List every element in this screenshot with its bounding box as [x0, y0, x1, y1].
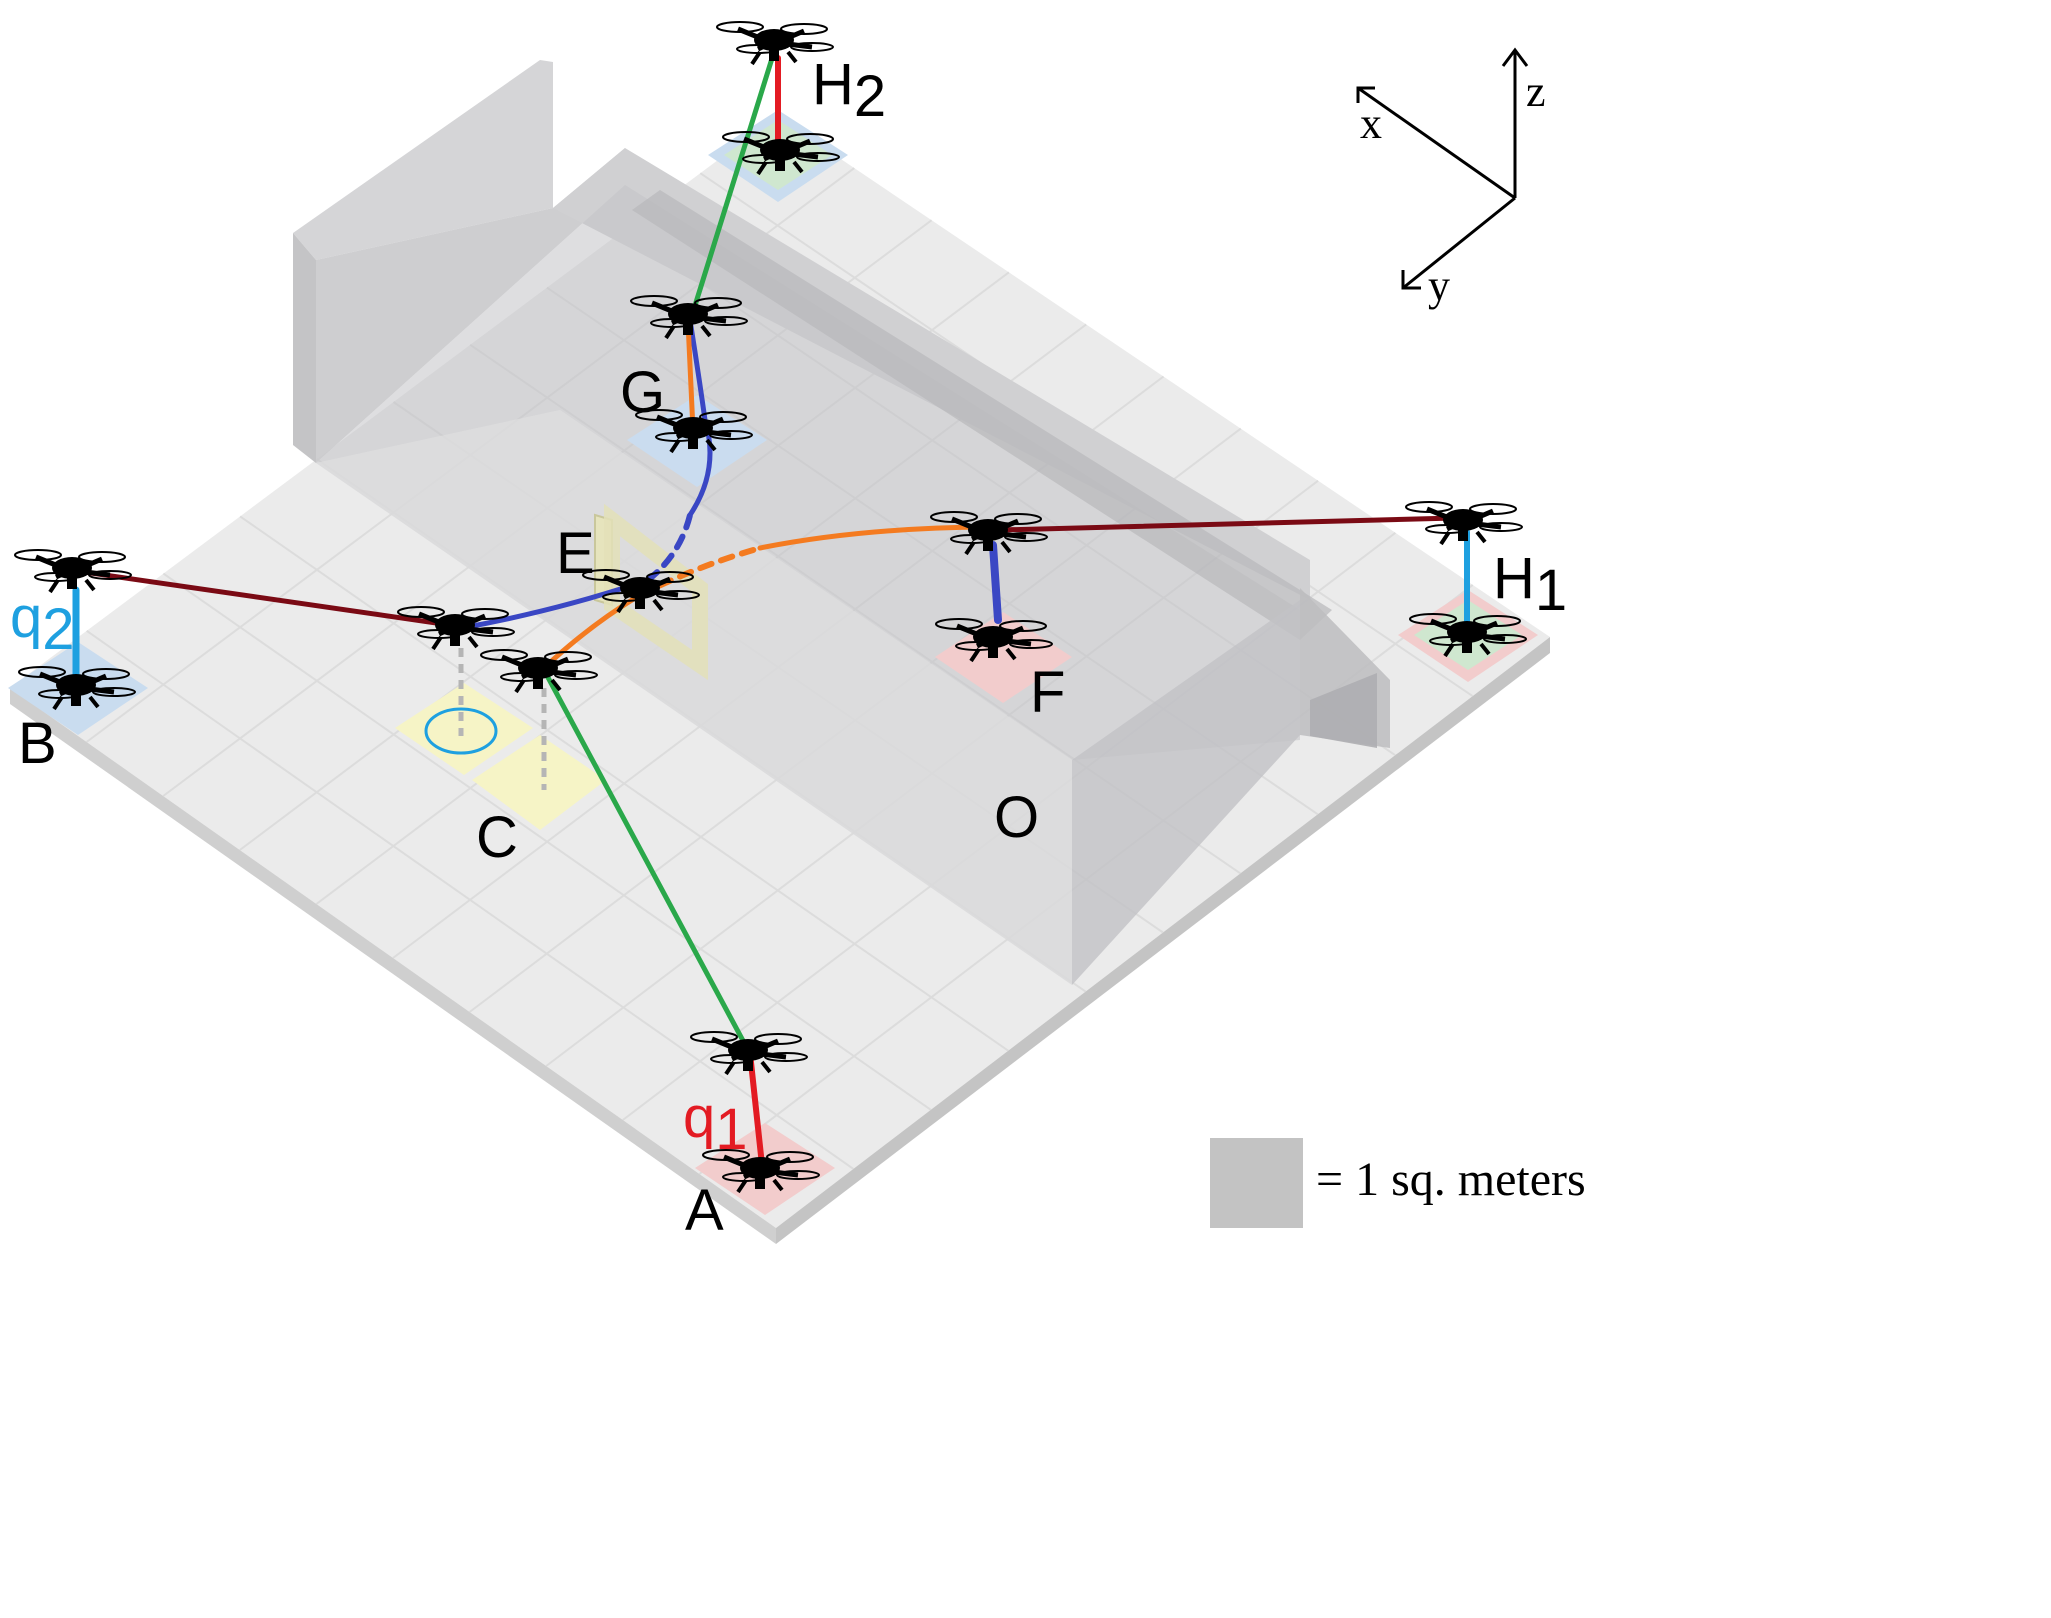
- label-B: B: [18, 711, 57, 776]
- landing-circle: [424, 707, 498, 755]
- label-q2: q2: [10, 585, 75, 662]
- scale-legend-swatch: [1210, 1138, 1303, 1228]
- label-A: A: [685, 1178, 724, 1243]
- path-F-vertical: [989, 541, 1002, 624]
- path-F-to-H1: [997, 515, 1458, 533]
- path-E-to-G-blue-dotted: [645, 512, 693, 583]
- axis-z-label: z: [1526, 67, 1546, 116]
- window-frame: [594, 503, 708, 681]
- trajectories: [72, 49, 1470, 1168]
- front-wall: [1072, 588, 1390, 985]
- label-E: E: [556, 521, 595, 586]
- axis-x-label: x: [1360, 99, 1382, 148]
- label-C: C: [476, 805, 518, 870]
- path-A-to-C: [541, 667, 751, 1053]
- path-E-to-F-orange: [757, 524, 988, 551]
- label-F: F: [1030, 660, 1065, 725]
- pad-F: [935, 612, 1072, 703]
- path-B-to-C: [81, 569, 453, 628]
- label-O: O: [994, 785, 1039, 850]
- raised-platform: [316, 410, 1072, 985]
- path-G-to-H2: [690, 49, 777, 315]
- path-A-up: [747, 1050, 765, 1168]
- scale-legend-text: = 1 sq. meters: [1316, 1153, 1586, 1206]
- label-q1: q1: [683, 1085, 748, 1162]
- pad-C1: [395, 683, 533, 775]
- quadrotor-drone-icon: [1406, 502, 1522, 544]
- axes-triad: [1356, 47, 1529, 290]
- path-G-orange: [685, 319, 696, 433]
- pad-C2: [472, 735, 606, 830]
- label-H2: H2: [812, 52, 886, 129]
- label-G: G: [620, 360, 665, 425]
- label-H1: H1: [1493, 546, 1567, 623]
- axis-y-label: y: [1428, 261, 1450, 310]
